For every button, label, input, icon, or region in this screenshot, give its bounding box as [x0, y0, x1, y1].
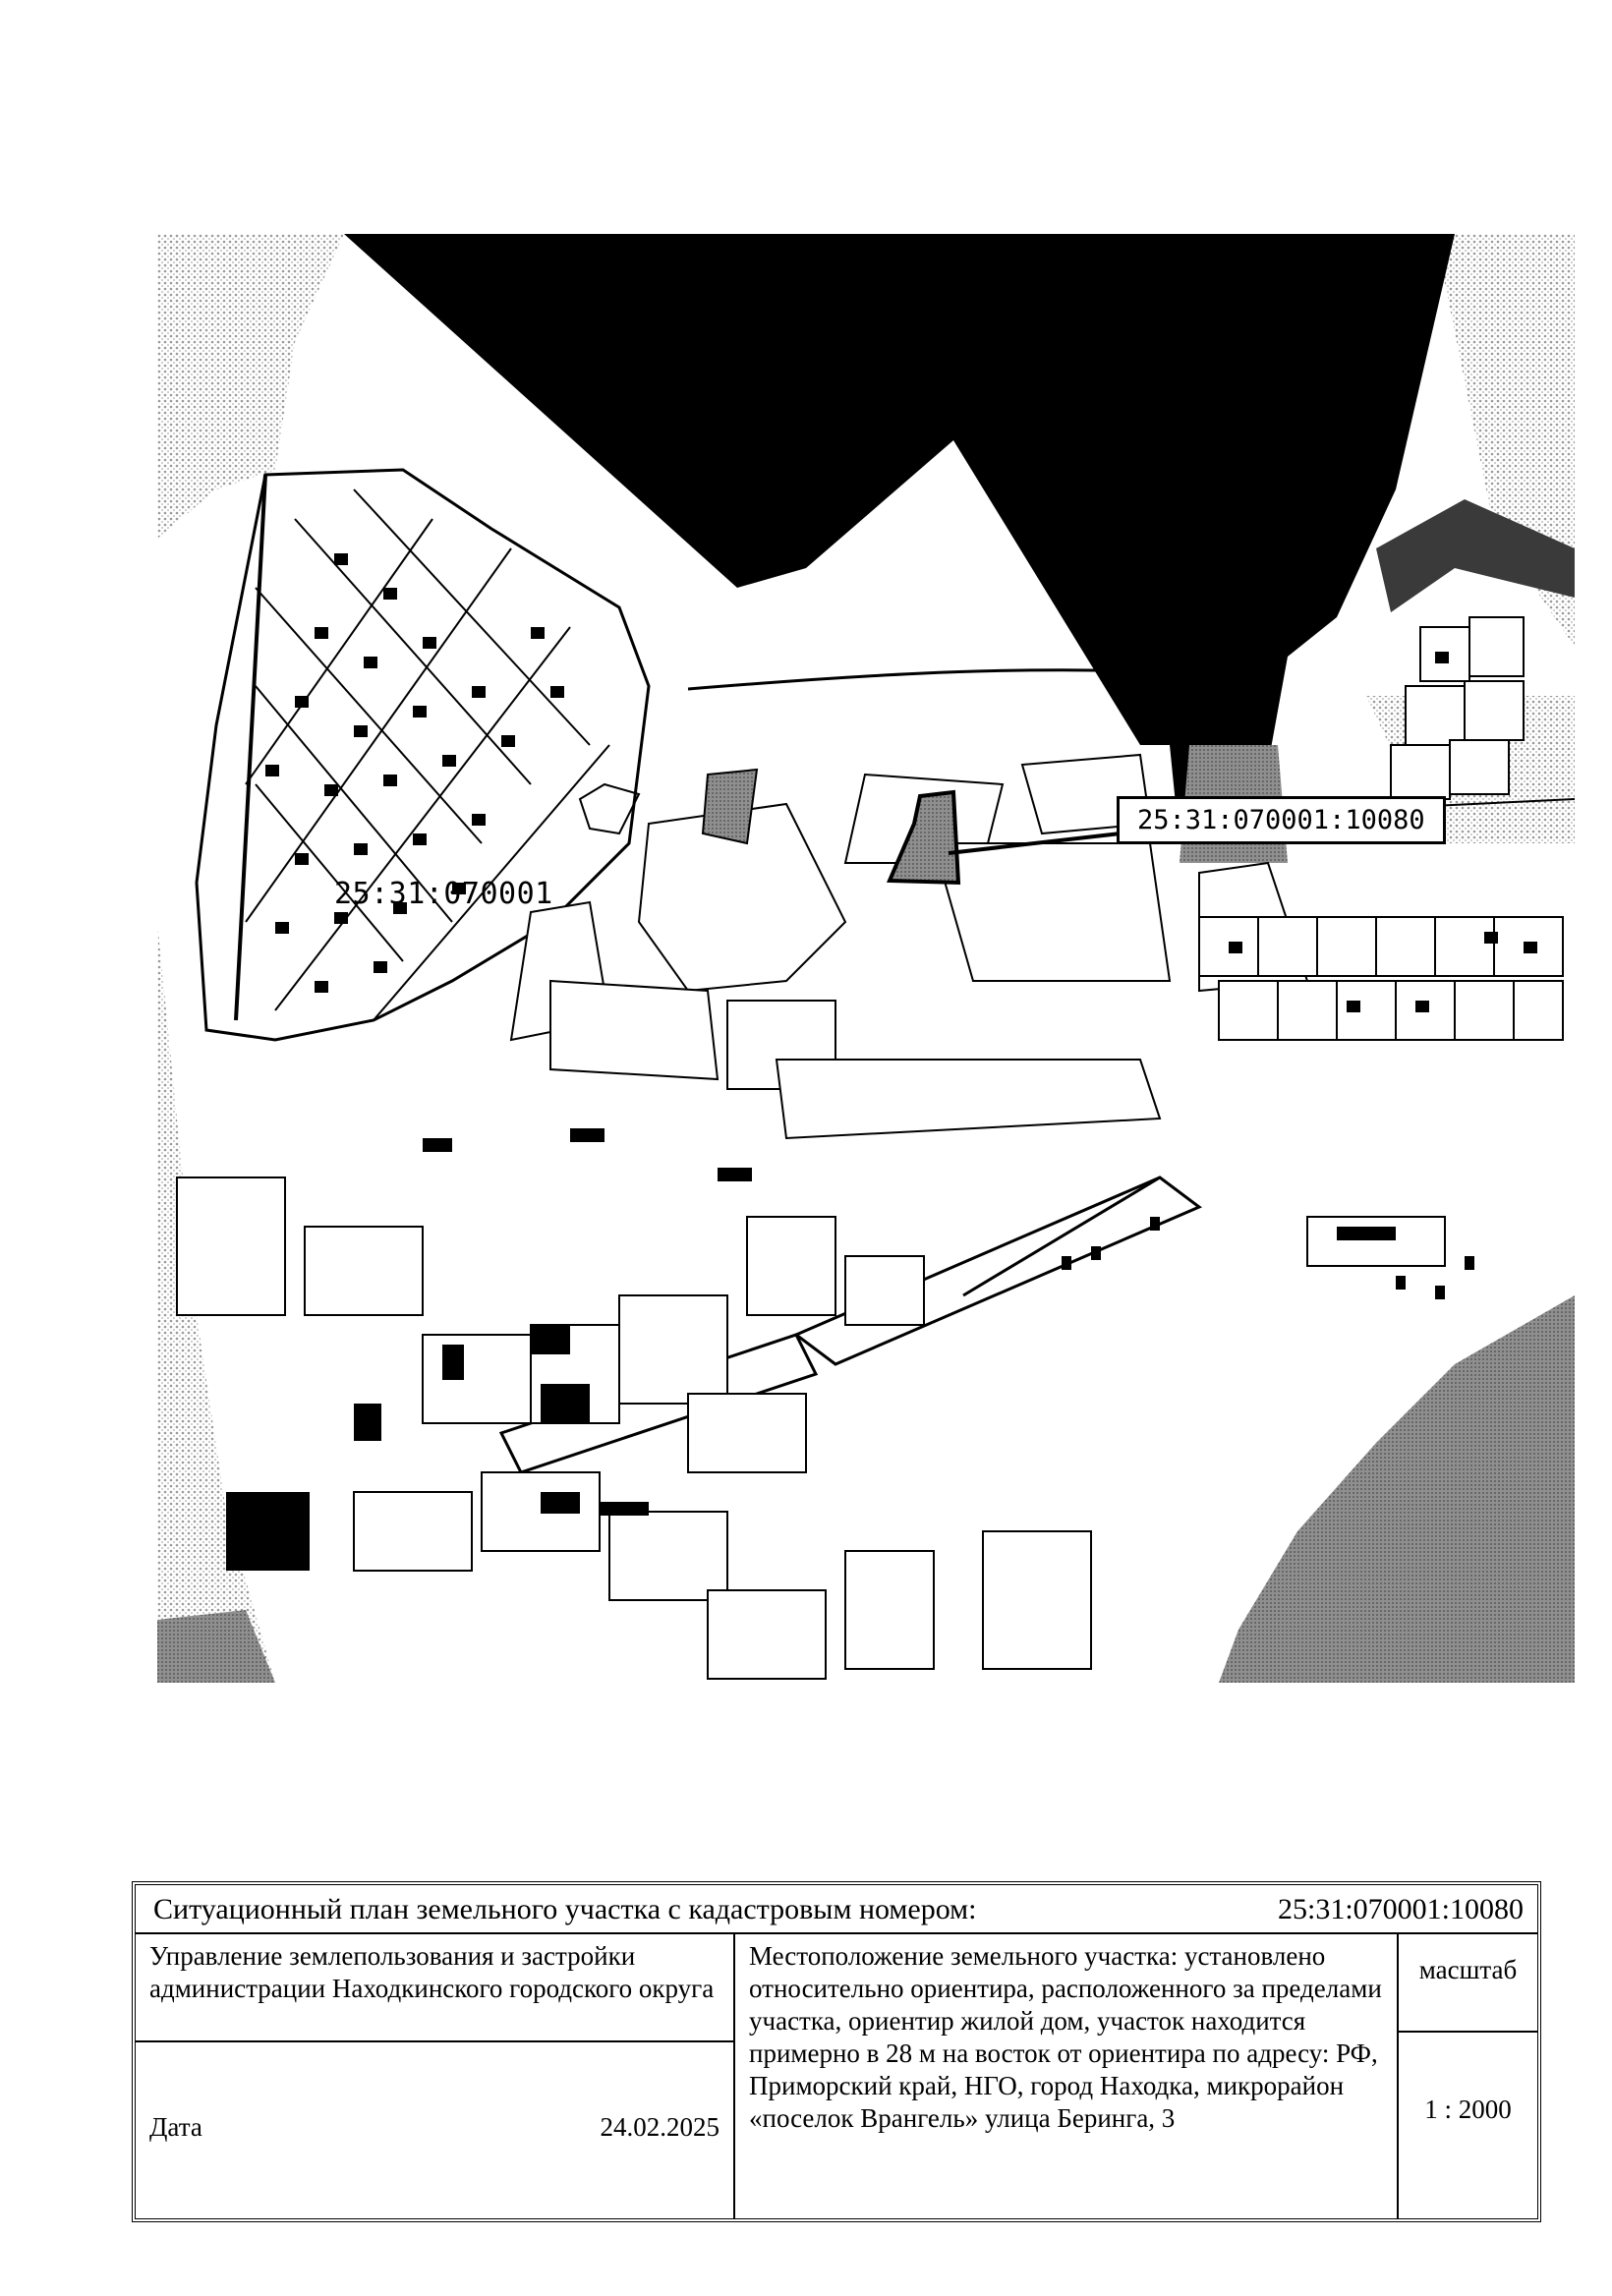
- lower-building-marks: [226, 1128, 1474, 1571]
- title-block: Ситуационный план земельного участка с к…: [132, 1881, 1541, 2222]
- organization-cell: Управление землепользования и застройки …: [136, 1934, 735, 2042]
- scale-value: 1 : 2000: [1424, 2095, 1512, 2124]
- map-drawing: [157, 234, 1575, 1683]
- cadastral-number: 25:31:070001:10080: [1277, 1893, 1524, 1925]
- lower-street: [962, 1176, 1161, 1297]
- cadastral-quarter-label: 25:31:070001: [334, 877, 553, 911]
- date-label: Дата: [149, 2112, 202, 2142]
- lower-plots: [176, 1177, 1446, 1680]
- scale-label: масштаб: [1399, 1934, 1537, 2033]
- coast-road: [687, 668, 1141, 691]
- plot-shaded: [701, 768, 759, 845]
- title-row: Ситуационный план земельного участка с к…: [136, 1885, 1537, 1934]
- terrain-left-lower: [157, 922, 275, 1683]
- block-grid: [245, 488, 610, 1021]
- right-house-marks: [1229, 652, 1537, 1012]
- sea-lower-left: [157, 1610, 275, 1683]
- residential-block: [195, 468, 651, 1042]
- sea-lower-right: [1219, 1295, 1575, 1683]
- plot-outline: [578, 782, 641, 835]
- block-boundary: [234, 474, 267, 1021]
- central-plots: [509, 753, 1309, 1140]
- date-value: 24.02.2025: [600, 2112, 720, 2142]
- upper-right-plots: [1390, 616, 1525, 800]
- shore-strip: [1376, 499, 1575, 612]
- situation-map: 25:31:070001 25:31:070001:10080: [157, 234, 1575, 1683]
- plan-title: Ситуационный план земельного участка с к…: [153, 1893, 977, 1925]
- location-cell: Местоположение земельного участка: устан…: [735, 1934, 1399, 2218]
- terrain-left: [157, 234, 344, 539]
- house-marks: [265, 553, 564, 993]
- parcel-number-label: 25:31:070001:10080: [1117, 796, 1446, 844]
- date-cell: Дата 24.02.2025: [136, 2042, 735, 2218]
- parcel-leader: [948, 832, 1122, 855]
- target-parcel: [886, 789, 961, 886]
- water-body: [344, 234, 1455, 843]
